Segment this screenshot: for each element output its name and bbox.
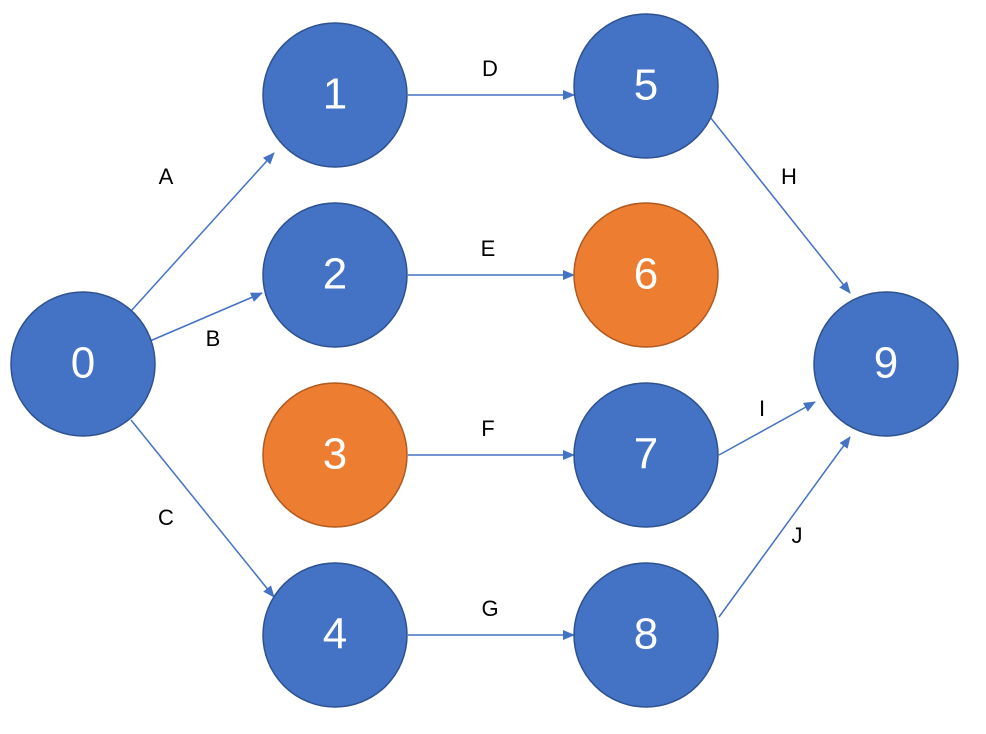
node-1: 1 bbox=[262, 22, 408, 168]
edge-g: G bbox=[408, 596, 575, 640]
edge-label-a: A bbox=[159, 164, 174, 189]
edge-i: I bbox=[718, 396, 816, 456]
node-label-9: 9 bbox=[874, 339, 898, 388]
node-label-3: 3 bbox=[323, 430, 347, 479]
edge-label-b: B bbox=[206, 326, 221, 351]
edge-a: A bbox=[130, 152, 275, 312]
edge-label-d: D bbox=[482, 56, 498, 81]
node-0: 0 bbox=[10, 291, 156, 437]
node-circle-3 bbox=[262, 382, 408, 528]
edge-j: J bbox=[718, 436, 851, 618]
node-label-2: 2 bbox=[323, 250, 347, 299]
node-circle-8 bbox=[573, 562, 719, 708]
node-2: 2 bbox=[262, 202, 408, 348]
edge-label-g: G bbox=[481, 596, 498, 621]
node-label-4: 4 bbox=[323, 610, 347, 659]
edge-label-h: H bbox=[781, 164, 797, 189]
node-circle-5 bbox=[573, 13, 719, 159]
edge-e: E bbox=[408, 236, 575, 280]
edges-layer: A B C D E F G H I J bbox=[130, 56, 851, 640]
node-4: 4 bbox=[262, 562, 408, 708]
node-label-6: 6 bbox=[634, 250, 658, 299]
node-circle-1 bbox=[262, 22, 408, 168]
node-circle-4 bbox=[262, 562, 408, 708]
node-5: 5 bbox=[573, 13, 719, 159]
node-8: 8 bbox=[573, 562, 719, 708]
edge-arrow-a bbox=[130, 152, 275, 312]
edge-h: H bbox=[709, 116, 851, 294]
edge-label-j: J bbox=[792, 523, 803, 548]
node-9: 9 bbox=[813, 291, 959, 437]
edge-arrow-i bbox=[718, 401, 816, 456]
nodes-layer: 0 1 2 3 4 5 6 7 8 9 bbox=[10, 13, 959, 708]
node-circle-6 bbox=[573, 202, 719, 348]
edge-label-c: C bbox=[158, 505, 174, 530]
edge-d: D bbox=[408, 56, 575, 100]
node-label-5: 5 bbox=[634, 61, 658, 110]
node-label-7: 7 bbox=[634, 430, 658, 479]
edge-label-e: E bbox=[481, 236, 496, 261]
edge-label-i: I bbox=[759, 396, 765, 421]
node-circle-0 bbox=[10, 291, 156, 437]
node-label-0: 0 bbox=[71, 339, 95, 388]
edge-arrow-b bbox=[149, 292, 263, 342]
node-3: 3 bbox=[262, 382, 408, 528]
edge-arrow-j bbox=[718, 436, 851, 618]
edge-f: F bbox=[408, 416, 575, 460]
edge-arrow-c bbox=[130, 419, 275, 598]
node-circle-2 bbox=[262, 202, 408, 348]
node-label-1: 1 bbox=[323, 70, 347, 119]
edge-b: B bbox=[149, 292, 263, 351]
node-circle-9 bbox=[813, 291, 959, 437]
node-circle-7 bbox=[573, 382, 719, 528]
node-label-8: 8 bbox=[634, 610, 658, 659]
node-7: 7 bbox=[573, 382, 719, 528]
edge-arrow-h bbox=[709, 116, 851, 294]
node-6: 6 bbox=[573, 202, 719, 348]
edge-label-f: F bbox=[481, 416, 494, 441]
edge-c: C bbox=[130, 419, 275, 598]
